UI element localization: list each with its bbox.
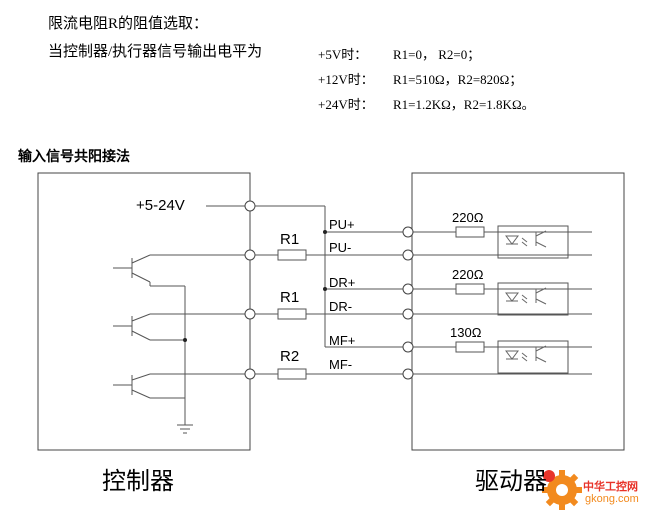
resistor-label: R1 [280, 289, 300, 306]
note-row-voltage: +5V时： [318, 47, 368, 62]
optocoupler [497, 225, 569, 259]
terminal [402, 283, 414, 295]
note-row-voltage: +24V时： [318, 97, 374, 112]
resistor-label: R1 [280, 231, 300, 248]
note-row-values: R1=1.2KΩ，R2=1.8KΩ。 [393, 97, 535, 112]
resistor-r1 [277, 249, 307, 261]
optocoupler [497, 282, 569, 316]
controller-box [37, 172, 251, 451]
terminal [402, 368, 414, 380]
controller-label: 控制器 [102, 469, 174, 495]
driver-label: 驱动器 [475, 469, 547, 495]
terminal [402, 249, 414, 261]
resistor-r2 [277, 368, 307, 380]
note-row-values: R1=0， R2=0； [393, 47, 481, 62]
terminal [244, 200, 256, 212]
driver-resistor-label: 220Ω [452, 267, 484, 282]
terminal [402, 308, 414, 320]
note-row-voltage: +12V时： [318, 72, 374, 87]
terminal [244, 308, 256, 320]
signal-label-mf-minus: MF- [329, 357, 353, 372]
terminal [402, 226, 414, 238]
driver-box [411, 172, 625, 451]
terminal [402, 341, 414, 353]
watermark-site-cn: 中华工控网 [583, 481, 638, 493]
driver-resistor-label: 220Ω [452, 210, 484, 225]
watermark-site-url: gkong.com [585, 493, 639, 505]
resistor-r1 [277, 308, 307, 320]
terminal [244, 249, 256, 261]
signal-label-dr-minus: DR- [329, 299, 353, 314]
watermark-gear-icon [542, 470, 582, 510]
supply-label: +5-24V [136, 197, 185, 214]
driver-resistor [455, 341, 485, 353]
signal-label-pu-plus: PU+ [329, 217, 355, 232]
signal-label-mf-plus: MF+ [329, 333, 356, 348]
driver-resistor [455, 226, 485, 238]
resistor-label: R2 [280, 348, 300, 365]
terminal [244, 368, 256, 380]
signal-label-pu-minus: PU- [329, 240, 352, 255]
driver-resistor [455, 283, 485, 295]
note-lead: 当控制器/执行器信号输出电平为 [48, 44, 263, 60]
note-row-values: R1=510Ω，R2=820Ω； [393, 72, 523, 87]
driver-resistor-label: 130Ω [450, 325, 482, 340]
diagram-heading: 输入信号共阳接法 [18, 148, 130, 164]
note-title: 限流电阻R的阻值选取： [48, 16, 209, 32]
optocoupler [497, 340, 569, 374]
signal-label-dr-plus: DR+ [329, 275, 356, 290]
